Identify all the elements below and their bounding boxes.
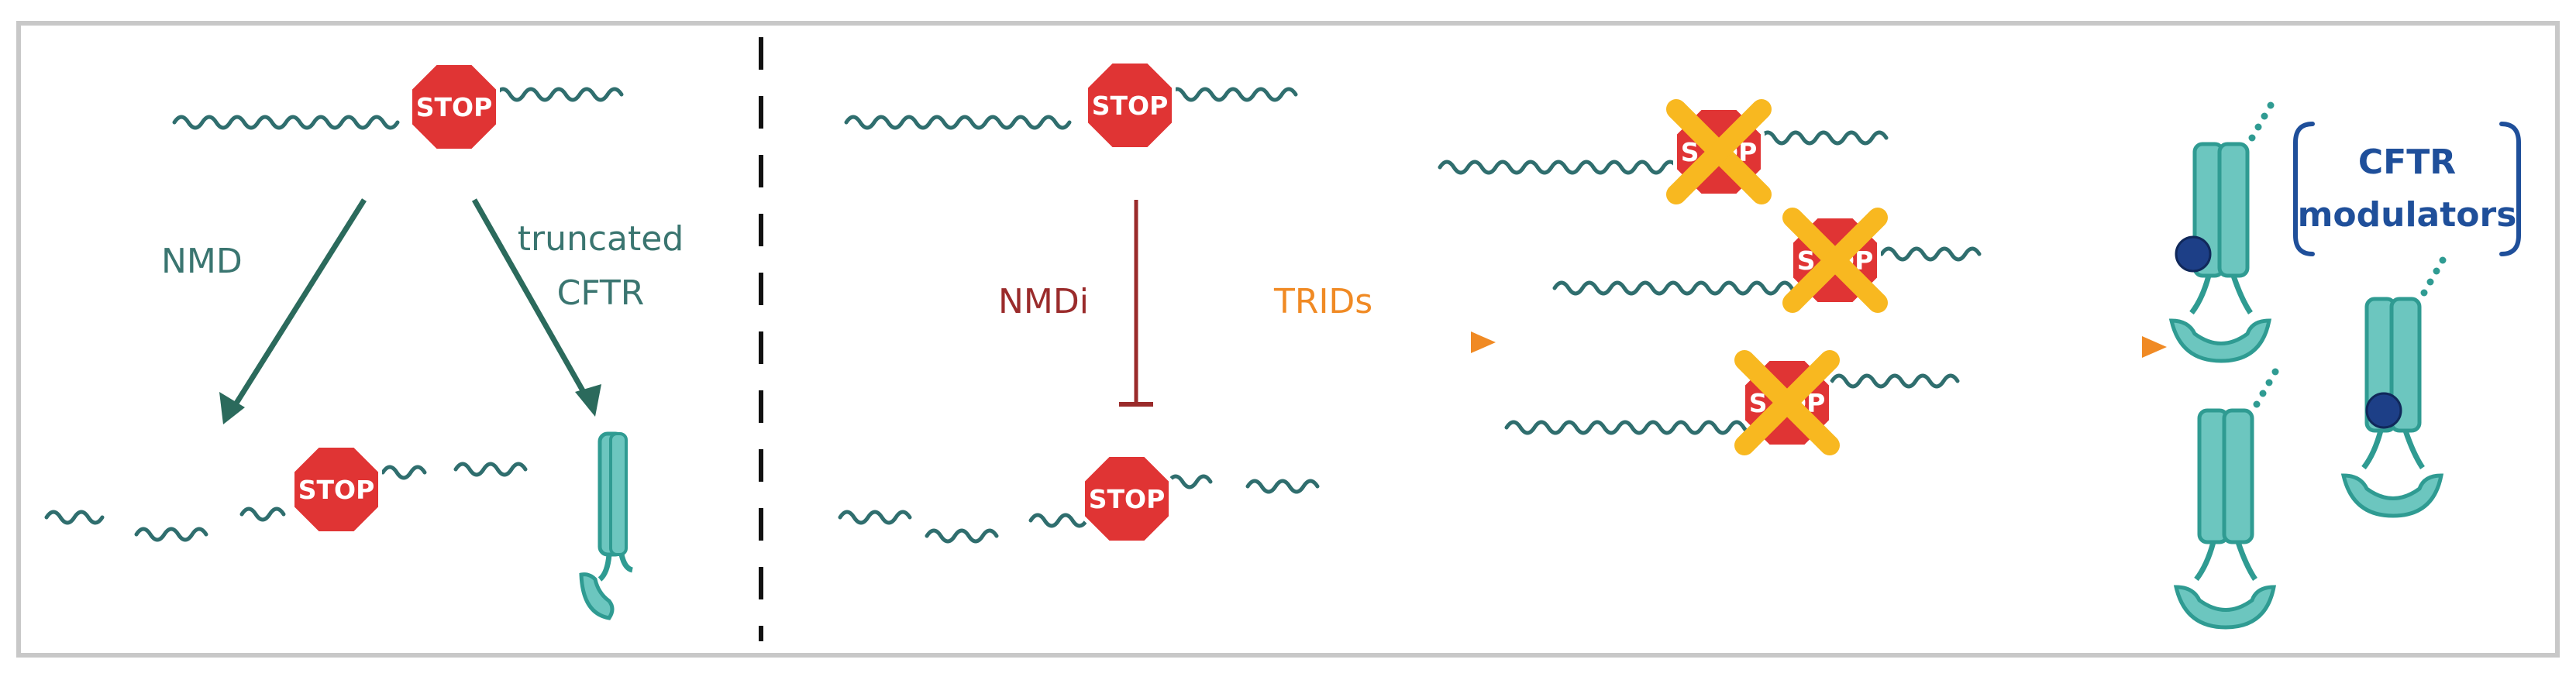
- stop-label: STOP: [1089, 484, 1166, 514]
- mrna: [1758, 130, 1889, 146]
- modulator-molecule-icon: [2365, 392, 2402, 429]
- modulator-molecule-icon: [2175, 235, 2212, 273]
- protein-arrow-head: [2142, 336, 2167, 358]
- trids-arrow-head: [1471, 331, 1496, 353]
- mrna-fragment: [381, 465, 427, 480]
- mrna-fragment: [239, 507, 286, 522]
- mrna: [1438, 160, 1693, 175]
- stop-sign-icon: STOP: [1084, 60, 1176, 151]
- cftr-protein-icon: [2344, 257, 2447, 517]
- mrna-fragment: [838, 510, 912, 525]
- mrna-fragment: [1245, 479, 1320, 494]
- modulators-bracket-left: [2293, 122, 2315, 256]
- cftr-protein-icon: [2176, 369, 2279, 628]
- trids-label: TRIDs: [1273, 282, 1372, 321]
- truncated-label-line1: truncated: [518, 219, 684, 259]
- truncated-arrow: [471, 198, 594, 406]
- truncated-arrow-head: [575, 384, 601, 417]
- stop-sign-icon: STOP: [408, 61, 500, 153]
- cftr-protein-icon: [579, 431, 634, 620]
- figure-frame: [16, 21, 2560, 658]
- stop-label: STOP: [1092, 91, 1169, 121]
- stop-label: STOP: [298, 475, 375, 505]
- mrna: [1830, 373, 1960, 389]
- nmd-arrow: [226, 198, 367, 418]
- nmdi-label: NMDi: [998, 282, 1089, 321]
- mrna-fragment: [453, 462, 528, 477]
- mrna: [1168, 87, 1298, 102]
- mrna-fragment: [44, 510, 105, 525]
- left-panel: STOP NMD truncated CFTR STOP: [44, 61, 684, 620]
- right-panel: STOP NMDi STOP TRIDs STOP: [838, 60, 2521, 628]
- mrna: [844, 115, 1072, 130]
- mrna-top-right-tail: [494, 87, 624, 102]
- modulators-label-line1: CFTR: [2358, 143, 2456, 182]
- nmd-arrow-head: [219, 392, 245, 424]
- mrna-top-left: [172, 115, 400, 130]
- mrna-fragment: [134, 527, 208, 542]
- mrna-fragment: [1166, 474, 1213, 489]
- modulators-label-line2: modulators: [2298, 195, 2517, 235]
- nmd-label: NMD: [161, 242, 243, 281]
- mrna-fragment: [925, 528, 999, 544]
- stop-label: STOP: [416, 92, 493, 122]
- stop-sign-icon: STOP: [1081, 453, 1173, 544]
- mrna-fragment: [1028, 513, 1089, 528]
- truncated-label-line2: CFTR: [557, 273, 645, 313]
- mrna: [1879, 246, 1982, 262]
- stop-sign-icon: STOP: [291, 444, 382, 535]
- cftr-protein-icon: [2171, 102, 2275, 362]
- modulators-bracket-right: [2499, 122, 2521, 256]
